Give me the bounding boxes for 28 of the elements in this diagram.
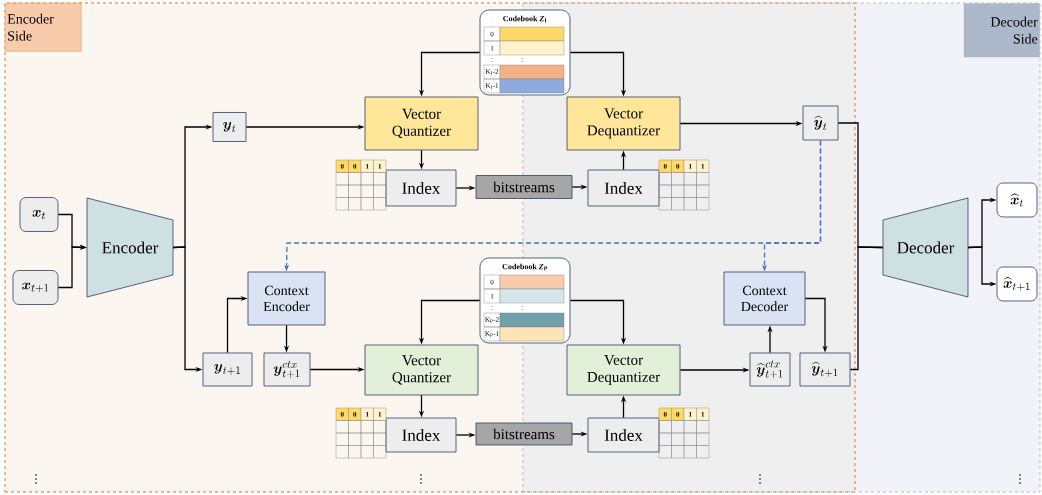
dequantizer-box: Vector Dequantizer bbox=[566, 96, 681, 151]
ellipsis: ⋮ bbox=[1019, 474, 1021, 484]
quantizer-box: Vector Quantizer bbox=[364, 344, 479, 396]
ellipsis: ⋮ bbox=[759, 474, 761, 484]
side-label: Decoder Side bbox=[963, 3, 1040, 58]
output-box: $\widehat{\boldsymbol{x}}_{t}$ bbox=[996, 182, 1038, 218]
context-decoder-box: Context Decoder bbox=[723, 271, 806, 326]
index-box: Index bbox=[587, 169, 660, 207]
output-box: $\widehat{\boldsymbol{x}}_{t+1}$ bbox=[996, 266, 1038, 302]
dequantizer-box: Vector Dequantizer bbox=[566, 344, 681, 396]
input-box: $\boldsymbol{x}_{t+1}$ bbox=[12, 270, 59, 305]
index-box: Index bbox=[385, 169, 457, 207]
latent-box: $\boldsymbol{y}_{t+1}^{ctx}$ bbox=[263, 352, 311, 387]
latent-box: $\widehat{\boldsymbol{y}}_{t+1}^{ctx}$ bbox=[749, 352, 791, 387]
ellipsis: ⋮ bbox=[420, 474, 422, 484]
ellipsis: ⋮ bbox=[35, 474, 37, 484]
input-box: $\boldsymbol{x}_{t}$ bbox=[19, 197, 59, 232]
context-encoder-box: Context Encoder bbox=[247, 271, 326, 326]
side-label: Encoder Side bbox=[5, 3, 82, 52]
index-box: Index bbox=[385, 417, 457, 453]
latent-box: $\boldsymbol{y}_{t+1}$ bbox=[202, 352, 253, 387]
decoder-trapezoid: Decoder bbox=[882, 197, 969, 298]
index-box: Index bbox=[587, 417, 660, 453]
latent-box: $\widehat{\boldsymbol{y}}_{t}$ bbox=[802, 105, 839, 141]
latent-box: $\widehat{\boldsymbol{y}}_{t+1}$ bbox=[799, 352, 851, 387]
encoder-trapezoid: Encoder bbox=[86, 197, 174, 298]
quantizer-box: Vector Quantizer bbox=[364, 96, 479, 151]
latent-box: $\boldsymbol{y}_{t}$ bbox=[212, 112, 247, 142]
